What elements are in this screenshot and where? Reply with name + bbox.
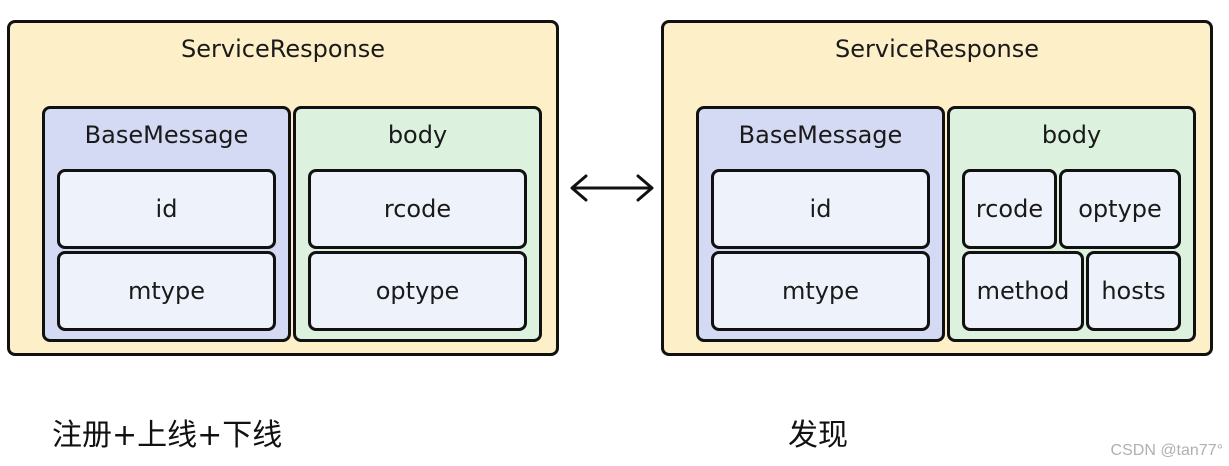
left-service-response-title: ServiceResponse: [181, 35, 385, 63]
left-service-response-box: ServiceResponse BaseMessage id mtype bod…: [7, 20, 559, 356]
left-field-optype: optype: [308, 251, 527, 331]
right-caption: 发现: [788, 418, 848, 453]
right-body-panel: body rcode optype method hosts: [947, 106, 1196, 342]
right-field-optype: optype: [1059, 169, 1181, 249]
left-field-rcode: rcode: [308, 169, 527, 249]
right-field-rcode: rcode: [962, 169, 1057, 249]
left-field-mtype: mtype: [57, 251, 276, 331]
left-field-id: id: [57, 169, 276, 249]
left-base-message-title: BaseMessage: [84, 121, 249, 149]
right-field-method: method: [962, 251, 1084, 331]
left-body-panel: body rcode optype: [293, 106, 542, 342]
right-service-response-title: ServiceResponse: [835, 35, 1039, 63]
left-base-message-panel: BaseMessage id mtype: [42, 106, 291, 342]
right-field-mtype: mtype: [711, 251, 930, 331]
right-service-response-box: ServiceResponse BaseMessage id mtype bod…: [661, 20, 1213, 356]
right-base-message-title: BaseMessage: [738, 121, 903, 149]
double-arrow-icon: [570, 174, 654, 202]
right-field-hosts: hosts: [1086, 251, 1181, 331]
left-caption: 注册+上线+下线: [52, 418, 283, 453]
right-body-title: body: [1041, 121, 1102, 149]
watermark: CSDN @tan77°: [1110, 442, 1223, 459]
left-body-title: body: [387, 121, 448, 149]
right-field-id: id: [711, 169, 930, 249]
right-base-message-panel: BaseMessage id mtype: [696, 106, 945, 342]
